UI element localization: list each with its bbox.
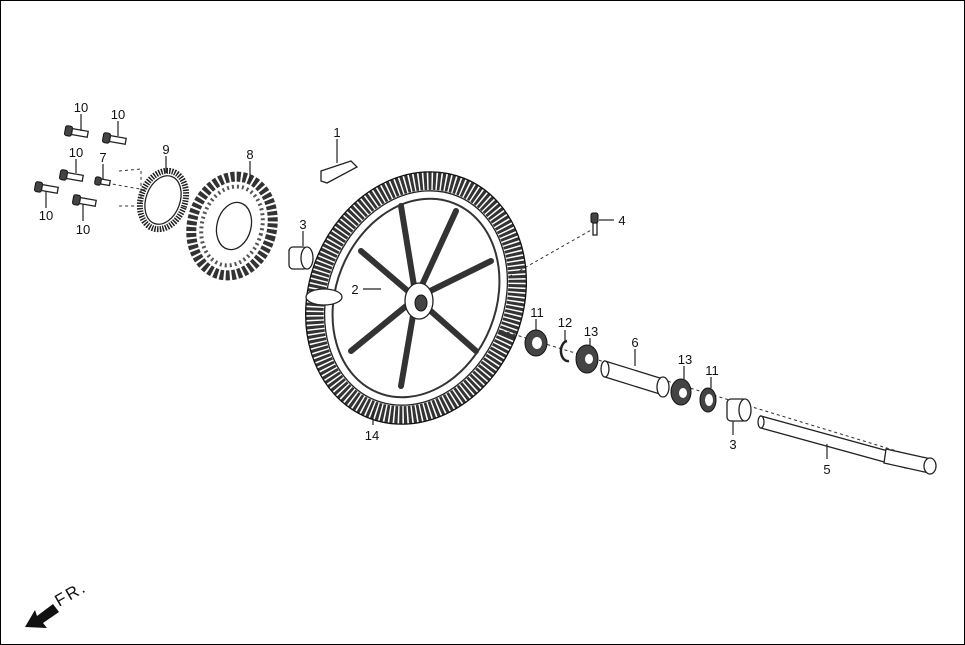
label-11b: 11 (705, 363, 719, 378)
label-13a: 13 (584, 324, 598, 339)
bearing-right (670, 378, 692, 406)
label-10e: 10 (76, 222, 90, 237)
label-12: 12 (558, 315, 572, 330)
label-10c: 10 (69, 145, 83, 160)
collar-right (726, 398, 752, 422)
label-13b: 13 (678, 352, 692, 367)
bearing-left (575, 344, 599, 374)
label-3a: 3 (299, 217, 306, 232)
abs-tone-ring (136, 167, 190, 233)
balance-weight (320, 160, 359, 184)
part-labels: 10 10 10 10 10 7 9 8 1 3 4 2 11 12 13 6 … (39, 100, 831, 477)
collar-left (288, 246, 314, 270)
front-direction-indicator: FR. (25, 577, 90, 628)
label-5: 5 (823, 462, 830, 477)
oil-seal-left (524, 329, 548, 357)
distance-collar (600, 360, 670, 398)
label-7: 7 (99, 150, 106, 165)
valve (590, 212, 599, 236)
label-10a: 10 (74, 100, 88, 115)
label-8: 8 (246, 147, 253, 162)
wheel-and-tire (304, 171, 528, 425)
leader-lines (45, 114, 828, 459)
label-4: 4 (618, 213, 625, 228)
label-9: 9 (162, 142, 169, 157)
bolts (34, 125, 127, 208)
front-axle (757, 415, 937, 475)
front-label: FR. (52, 577, 90, 610)
oil-seal-right (699, 387, 717, 413)
label-11a: 11 (530, 305, 544, 320)
label-2: 2 (351, 282, 358, 297)
label-10b: 10 (111, 107, 125, 122)
label-6: 6 (631, 335, 638, 350)
brake-disc (186, 171, 278, 281)
circlip (559, 339, 570, 363)
front-arrow-icon (25, 604, 59, 628)
label-3b: 3 (729, 437, 736, 452)
label-10d: 10 (39, 208, 53, 223)
label-1: 1 (333, 125, 340, 140)
label-14: 14 (365, 428, 379, 443)
